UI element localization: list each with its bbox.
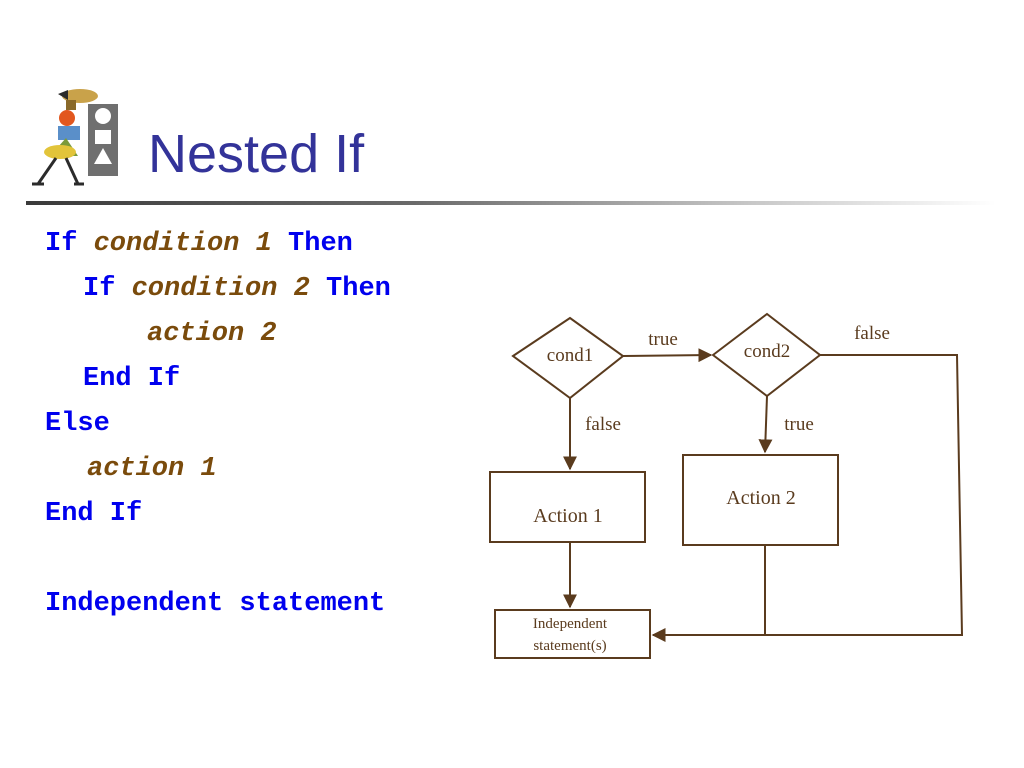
independent-label-line1: Independent [533, 616, 608, 632]
slide-logo-icon [32, 89, 118, 186]
code-keyword: Independent statement [45, 589, 386, 619]
code-keyword: Then [326, 274, 391, 304]
code-line-8: Independent statement [45, 582, 385, 627]
action1-label: Action 1 [533, 505, 602, 527]
independent-label-line2: statement(s) [533, 638, 606, 654]
edge-cond1-to-cond2 [622, 348, 713, 363]
edge-false-label-1: false [585, 414, 621, 435]
code-keyword: Else [45, 409, 110, 439]
code-variable: action 2 [147, 319, 277, 349]
cond2-label: cond2 [744, 341, 790, 362]
edge-cond2-false-to-independent [651, 354, 964, 642]
code-line-3: action 2 [147, 312, 277, 357]
independent-box [494, 609, 651, 659]
action1-box [489, 471, 646, 543]
code-variable: action 1 [87, 454, 217, 484]
cond1-label: cond1 [547, 345, 593, 366]
action2-label: Action 2 [726, 487, 795, 509]
code-line-7: End If [45, 492, 142, 537]
code-keyword: End If [45, 499, 143, 529]
code-line-6: action 1 [87, 447, 217, 492]
edge-true-label-2: true [784, 414, 814, 435]
code-keyword: If [83, 274, 116, 304]
flowchart-diagram: cond1 cond2 Action 1 Action 2 Independen… [489, 312, 964, 659]
code-line-5: Else [45, 402, 110, 447]
code-line-2: If condition 2 Then [83, 267, 391, 312]
code-line-4: End If [83, 357, 180, 402]
edge-cond2-to-action2 [758, 395, 773, 454]
slide-title: Nested If [148, 124, 365, 184]
title-divider [26, 201, 996, 205]
code-keyword: If [45, 229, 78, 259]
code-variable: condition 1 [93, 229, 272, 259]
edge-false-label-2: false [854, 323, 890, 344]
action2-box [682, 454, 839, 546]
code-keyword: Then [288, 229, 353, 259]
code-line-1: If condition 1 Then [45, 222, 353, 267]
code-keyword: End If [83, 364, 181, 394]
code-variable: condition 2 [131, 274, 310, 304]
edge-true-label-1: true [648, 329, 678, 350]
